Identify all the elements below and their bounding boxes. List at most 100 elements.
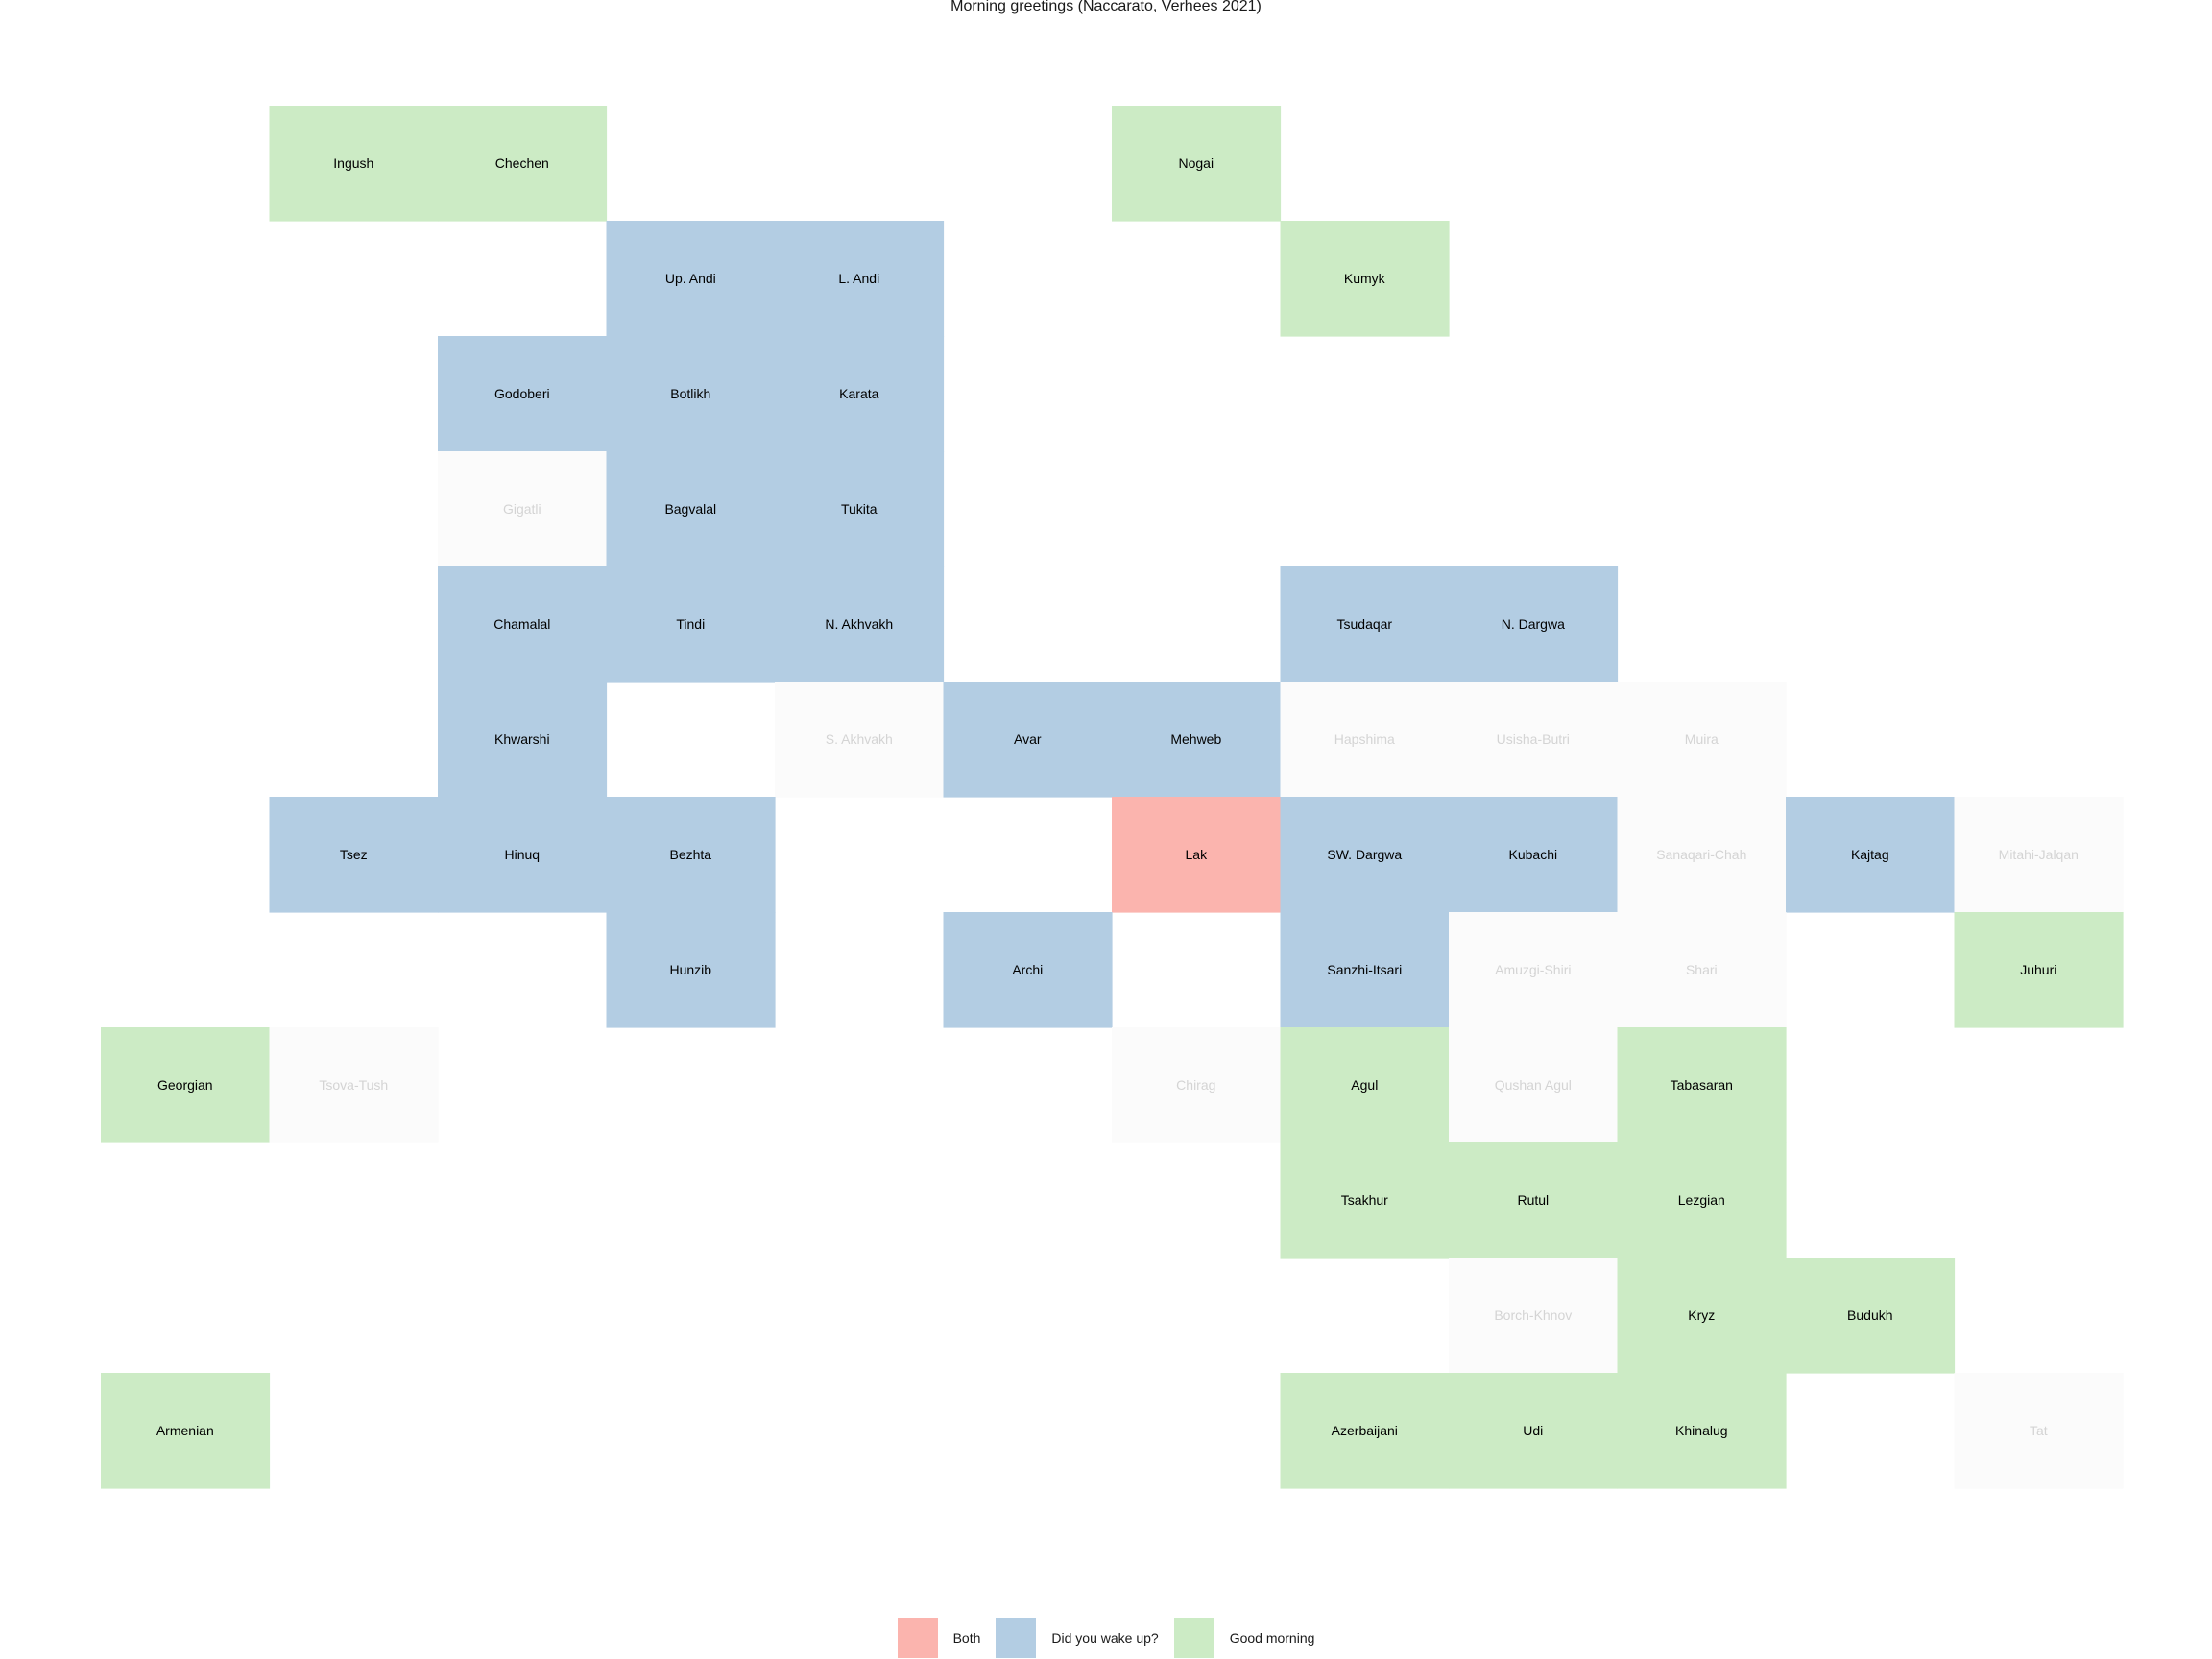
tile-rect-archi: [943, 912, 1113, 1028]
tile-label-tindi: Tindi: [676, 616, 705, 632]
tile-rect-botlikh: [606, 336, 776, 452]
tile-rect-georgian: [101, 1027, 271, 1143]
tile-rect-sanaqari-chah: [1617, 797, 1787, 913]
tile-kubachi: Kubachi: [1449, 797, 1619, 913]
tile-sw-dargwa: SW. Dargwa: [1280, 797, 1450, 913]
tile-rect-armenian: [101, 1373, 271, 1489]
tile-chamalal: Chamalal: [438, 566, 608, 683]
tile-budukh: Budukh: [1786, 1258, 1956, 1374]
legend-item-good-morning: Good morning: [1173, 1618, 1314, 1658]
tile-label-shari: Shari: [1686, 962, 1718, 977]
tile-tsova-tush: Tsova-Tush: [269, 1027, 439, 1143]
tile-rect-khinalug: [1617, 1373, 1787, 1489]
tile-georgian: Georgian: [101, 1027, 271, 1143]
tile-label-hinuq: Hinuq: [505, 847, 541, 862]
tile-rect-n-dargwa: [1449, 566, 1619, 683]
legend: Both Did you wake up? Good morning: [0, 1617, 2212, 1659]
tile-label-borch-khnov: Borch-Khnov: [1494, 1308, 1572, 1323]
tile-tindi: Tindi: [606, 566, 776, 683]
tile-label-lezgian: Lezgian: [1678, 1192, 1725, 1208]
tile-label-tukita: Tukita: [841, 501, 878, 517]
tile-rect-godoberi: [438, 336, 608, 452]
tile-rect-ingush: [269, 106, 439, 222]
tile-rect-azerbaijani: [1280, 1373, 1450, 1489]
tile-tsudaqar: Tsudaqar: [1280, 566, 1450, 683]
tile-bagvalal: Bagvalal: [606, 451, 776, 567]
tile-label-armenian: Armenian: [156, 1423, 214, 1438]
tile-label-azerbaijani: Azerbaijani: [1332, 1423, 1398, 1438]
tile-rect-kumyk: [1280, 221, 1450, 337]
tile-rect-budukh: [1786, 1258, 1956, 1374]
tile-rect-up-andi: [606, 221, 776, 337]
tile-label-kumyk: Kumyk: [1344, 271, 1386, 286]
tile-label-n-akhvakh: N. Akhvakh: [825, 616, 893, 632]
tile-chirag: Chirag: [1112, 1027, 1282, 1143]
tile-rect-borch-khnov: [1449, 1258, 1619, 1374]
tile-muira: Muira: [1617, 682, 1787, 798]
tile-rect-lezgian: [1617, 1142, 1787, 1259]
tile-tsakhur: Tsakhur: [1280, 1142, 1450, 1259]
tile-tabasaran: Tabasaran: [1617, 1027, 1787, 1143]
tile-nogai: Nogai: [1112, 106, 1282, 222]
tile-label-khinalug: Khinalug: [1675, 1423, 1728, 1438]
tile-s-akhvakh: S. Akhvakh: [775, 682, 945, 798]
tile-lezgian: Lezgian: [1617, 1142, 1787, 1259]
tile-label-nogai: Nogai: [1179, 156, 1214, 171]
tile-rect-tsakhur: [1280, 1142, 1450, 1259]
tile-label-l-andi: L. Andi: [838, 271, 879, 286]
tile-rect-mehweb: [1112, 682, 1282, 798]
tile-label-bagvalal: Bagvalal: [664, 501, 716, 517]
tile-hinuq: Hinuq: [438, 797, 608, 913]
tile-rect-mitahi-jalqan: [1954, 797, 2124, 913]
tile-godoberi: Godoberi: [438, 336, 608, 452]
tile-rect-juhuri: [1954, 912, 2124, 1028]
tile-label-georgian: Georgian: [157, 1077, 213, 1093]
tile-rect-karata: [775, 336, 945, 452]
legend-item-did-you-wake-up: Did you wake up?: [996, 1618, 1159, 1658]
tile-label-kryz: Kryz: [1688, 1308, 1715, 1323]
tile-archi: Archi: [943, 912, 1113, 1028]
tile-rect-udi: [1449, 1373, 1619, 1489]
tile-kajtag: Kajtag: [1786, 797, 1956, 913]
tile-rect-chirag: [1112, 1027, 1282, 1143]
tile-rect-shari: [1617, 912, 1787, 1028]
tile-label-sw-dargwa: SW. Dargwa: [1327, 847, 1402, 862]
tile-ingush: Ingush: [269, 106, 439, 222]
tile-label-mehweb: Mehweb: [1170, 732, 1221, 747]
tile-rect-kajtag: [1786, 797, 1956, 913]
tile-label-godoberi: Godoberi: [494, 386, 550, 401]
tile-khwarshi: Khwarshi: [438, 682, 608, 798]
tile-rect-muira: [1617, 682, 1787, 798]
tile-shari: Shari: [1617, 912, 1787, 1028]
tile-rect-rutul: [1449, 1142, 1619, 1259]
tile-label-chamalal: Chamalal: [493, 616, 550, 632]
tile-label-kajtag: Kajtag: [1851, 847, 1889, 862]
tile-juhuri: Juhuri: [1954, 912, 2124, 1028]
tile-rect-lak: [1112, 797, 1282, 913]
tile-label-botlikh: Botlikh: [670, 386, 710, 401]
tile-hunzib: Hunzib: [606, 912, 776, 1028]
tile-bezhta: Bezhta: [606, 797, 776, 913]
legend-swatch-good-morning: [1173, 1618, 1214, 1658]
tile-mehweb: Mehweb: [1112, 682, 1282, 798]
tile-label-amuzgi-shiri: Amuzgi-Shiri: [1495, 962, 1571, 977]
tile-udi: Udi: [1449, 1373, 1619, 1489]
tile-rect-l-andi: [775, 221, 945, 337]
tile-rect-avar: [943, 682, 1113, 798]
tile-label-tsova-tush: Tsova-Tush: [319, 1077, 388, 1093]
tile-rect-tukita: [775, 451, 945, 567]
tile-rect-tindi: [606, 566, 776, 683]
tile-label-hapshima: Hapshima: [1334, 732, 1395, 747]
tile-label-qushan-agul: Qushan Agul: [1495, 1077, 1572, 1093]
tile-rutul: Rutul: [1449, 1142, 1619, 1259]
tile-rect-tat: [1954, 1373, 2124, 1489]
tile-karata: Karata: [775, 336, 945, 452]
tile-botlikh: Botlikh: [606, 336, 776, 452]
tile-label-juhuri: Juhuri: [2020, 962, 2056, 977]
tile-rect-tabasaran: [1617, 1027, 1787, 1143]
tile-label-tabasaran: Tabasaran: [1671, 1077, 1733, 1093]
tile-label-chirag: Chirag: [1176, 1077, 1215, 1093]
tile-agul: Agul: [1280, 1027, 1450, 1143]
tile-label-hunzib: Hunzib: [670, 962, 712, 977]
tile-mitahi-jalqan: Mitahi-Jalqan: [1954, 797, 2124, 913]
